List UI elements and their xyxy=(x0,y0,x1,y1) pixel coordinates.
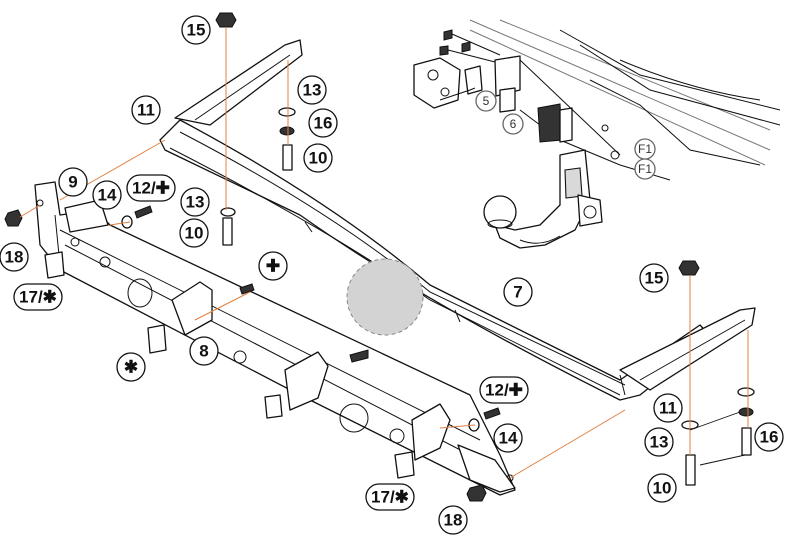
svg-text:16: 16 xyxy=(314,114,333,133)
callout-10-top: 10 xyxy=(303,143,333,173)
svg-text:17/✱: 17/✱ xyxy=(371,488,409,507)
svg-text:12/✚: 12/✚ xyxy=(132,179,170,198)
callout-5: 5 xyxy=(475,90,497,112)
callout-F1-a: F1 xyxy=(634,138,656,160)
svg-text:18: 18 xyxy=(5,248,24,267)
callout-8: 8 xyxy=(189,336,219,366)
callout-11-top: 11 xyxy=(131,95,161,125)
mounting-bracket-detail xyxy=(413,29,621,160)
svg-text:6: 6 xyxy=(510,117,517,131)
svg-text:12/✚: 12/✚ xyxy=(485,381,523,400)
svg-text:16: 16 xyxy=(760,428,779,447)
svg-text:10: 10 xyxy=(185,224,204,243)
svg-text:15: 15 xyxy=(187,21,206,40)
svg-text:13: 13 xyxy=(303,81,322,100)
callout-10-left: 10 xyxy=(179,218,209,248)
callout-17-bottom: 17/✱ xyxy=(365,483,415,511)
svg-text:13: 13 xyxy=(186,193,205,212)
callout-14-bottom: 14 xyxy=(493,423,523,453)
svg-text:10: 10 xyxy=(309,149,328,168)
svg-text:17/✱: 17/✱ xyxy=(19,288,57,307)
svg-text:5: 5 xyxy=(483,94,490,108)
callout-15-right: 15 xyxy=(639,263,669,293)
svg-text:8: 8 xyxy=(199,342,208,361)
svg-text:10: 10 xyxy=(653,479,672,498)
svg-text:11: 11 xyxy=(659,399,677,418)
tow-ball-assembly xyxy=(483,149,603,249)
placeholder-circle xyxy=(346,258,424,336)
callout-14-left: 14 xyxy=(92,180,122,210)
callout-6: 6 xyxy=(502,113,524,135)
callout-18-left: 18 xyxy=(0,242,29,272)
lower-bracket xyxy=(34,181,516,496)
callout-16-top: 16 xyxy=(308,108,338,138)
leader-lines xyxy=(19,27,749,479)
callout-13-left: 13 xyxy=(180,187,210,217)
callout-11-right: 11 xyxy=(653,393,683,423)
callout-18-bottom: 18 xyxy=(438,505,468,535)
svg-text:13: 13 xyxy=(650,433,669,452)
svg-text:F1: F1 xyxy=(638,162,652,176)
callout-10-right: 10 xyxy=(647,473,677,503)
svg-text:F1: F1 xyxy=(638,142,652,156)
callout-15-top: 15 xyxy=(181,15,211,45)
fasteners xyxy=(4,12,755,502)
svg-text:11: 11 xyxy=(137,101,155,120)
svg-text:14: 14 xyxy=(98,186,117,205)
callout-12-bottom: 12/✚ xyxy=(479,376,529,404)
svg-text:15: 15 xyxy=(645,269,664,288)
svg-text:✱: ✱ xyxy=(124,358,138,377)
callout-16-right: 16 xyxy=(754,422,784,452)
svg-text:7: 7 xyxy=(513,283,522,302)
svg-text:✚: ✚ xyxy=(266,257,280,276)
callout-13-top: 13 xyxy=(297,75,327,105)
callout-13-right: 13 xyxy=(644,427,674,457)
callout-star: ✱ xyxy=(116,352,146,382)
callout-12-left: 12/✚ xyxy=(126,174,176,202)
svg-text:9: 9 xyxy=(68,173,77,192)
callout-17-left: 17/✱ xyxy=(13,283,63,311)
callout-9: 9 xyxy=(58,167,88,197)
callout-plus: ✚ xyxy=(258,251,288,281)
main-cross-beam xyxy=(159,39,756,401)
callout-7: 7 xyxy=(503,277,533,307)
vehicle-chassis-outline xyxy=(469,19,781,181)
svg-text:14: 14 xyxy=(499,429,518,448)
svg-text:18: 18 xyxy=(444,511,463,530)
callout-F1-b: F1 xyxy=(634,158,656,180)
cage-nut-plates xyxy=(44,251,415,479)
